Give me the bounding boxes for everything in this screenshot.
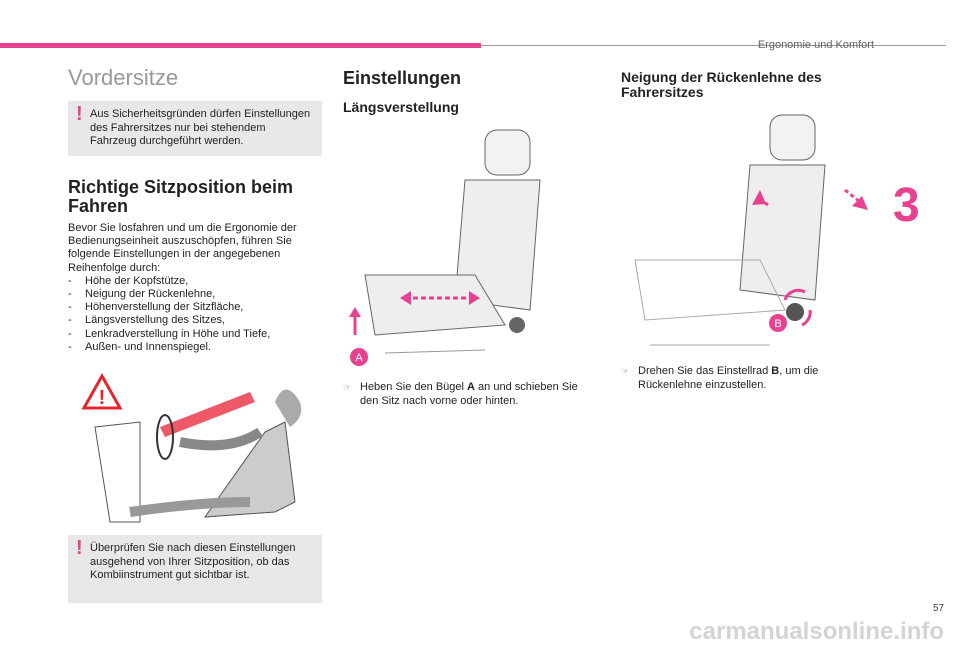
seat-backrest-illustration: B — [634, 114, 868, 346]
subsection-heading: Längsverstellung — [343, 99, 459, 115]
warning-triangle-icon — [81, 372, 123, 410]
list-item: -Höhenverstellung der Sitzfläche, — [68, 301, 244, 314]
section-title: Ergonomie und Komfort — [757, 39, 874, 51]
chapter-number: 3 — [893, 179, 920, 232]
header-rule — [481, 45, 946, 46]
list-item: -Höhe der Kopfstütze, — [68, 274, 189, 287]
warning-text: Aus Sicherheitsgründen dürfen Einstellun… — [90, 108, 311, 147]
page-number: 57 — [933, 603, 945, 614]
instruction-text: Heben Sie den Bügel A an und schieben Si… — [360, 381, 578, 407]
instruction-step: ☞ Drehen Sie das Einstellrad B, um die R… — [621, 365, 861, 392]
instruction-text: Drehen Sie das Einstellrad B, um die Rüc… — [638, 365, 819, 391]
section-heading: Richtige Sitzposition beim Fahren — [68, 177, 294, 216]
section-heading: Einstellungen — [343, 68, 462, 88]
label-b: B — [774, 318, 781, 330]
list-item: -Lenkradverstellung in Höhe und Tiefe, — [68, 327, 271, 340]
list-item: -Längsverstellung des Sitzes, — [68, 314, 226, 327]
warning-icon: ! — [76, 537, 83, 559]
page-title: Vordersitze — [68, 65, 179, 90]
safety-warning: ! Aus Sicherheitsgründen dürfen Einstell… — [68, 101, 322, 156]
driver-posture-illustration: ! — [81, 372, 302, 523]
svg-text:!: ! — [99, 387, 106, 409]
subsection-heading: Neigung der Rückenlehne des Fahrersitzes — [621, 69, 822, 100]
label-a: A — [355, 352, 363, 364]
list-item: -Neigung der Rückenlehne, — [68, 288, 216, 301]
pointing-hand-icon: ☞ — [343, 382, 352, 392]
header-accent-bar — [0, 43, 481, 48]
visibility-warning: ! Überprüfen Sie nach diesen Einstellung… — [68, 535, 322, 603]
intro-paragraph: Bevor Sie losfahren und um die Ergonomie… — [68, 222, 297, 274]
pointing-hand-icon: ☞ — [621, 366, 630, 376]
watermark: carmanualsonline.info — [689, 618, 944, 645]
intro-text: Bevor Sie losfahren und um die Ergonomie… — [68, 222, 326, 354]
list-item: -Außen- und Innenspiegel. — [68, 340, 211, 353]
seat-longitudinal-illustration: A — [349, 129, 541, 366]
warning-icon: ! — [76, 103, 83, 125]
instruction-step: ☞ Heben Sie den Bügel A an und schieben … — [343, 381, 583, 408]
warning-text: Überprüfen Sie nach diesen Einstellungen… — [90, 542, 296, 581]
